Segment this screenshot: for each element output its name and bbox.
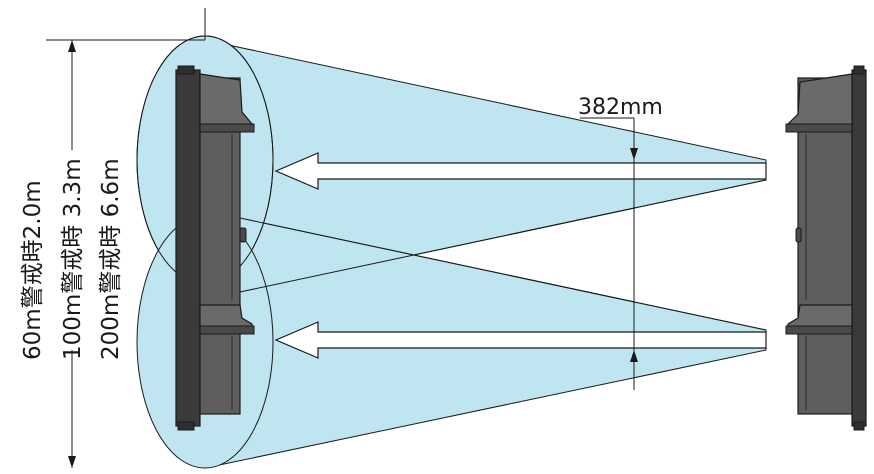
right-sensor [785, 65, 867, 431]
coverage-dimension: 60m警戒時2.0m 100m警戒時 3.3m 200m警戒時 6.6m [20, 39, 205, 468]
range-line-200m: 200m警戒時 6.6m [98, 158, 124, 360]
left-sensor [175, 8, 255, 431]
beam-spacing-dimension: 382mm [578, 95, 663, 390]
coverage-arrow-bottom [68, 456, 76, 468]
upper-beam-arrow [274, 152, 767, 190]
spacing-arrow-top [630, 148, 638, 160]
left-back-plate [175, 69, 201, 427]
lower-beam-edge [239, 217, 767, 331]
range-line-60m: 60m警戒時2.0m [20, 180, 46, 360]
right-back-plate [851, 69, 867, 427]
upper-beam-edge [239, 179, 767, 293]
beam-spacing-label: 382mm [578, 95, 663, 120]
left-body [199, 77, 241, 415]
coverage-arrow-top [68, 40, 76, 52]
spacing-arrow-bottom [630, 350, 638, 362]
range-line-100m: 100m警戒時 3.3m [60, 158, 86, 360]
lower-beam-arrow [274, 321, 767, 359]
beam-arrows [274, 152, 767, 359]
right-body [797, 77, 853, 415]
